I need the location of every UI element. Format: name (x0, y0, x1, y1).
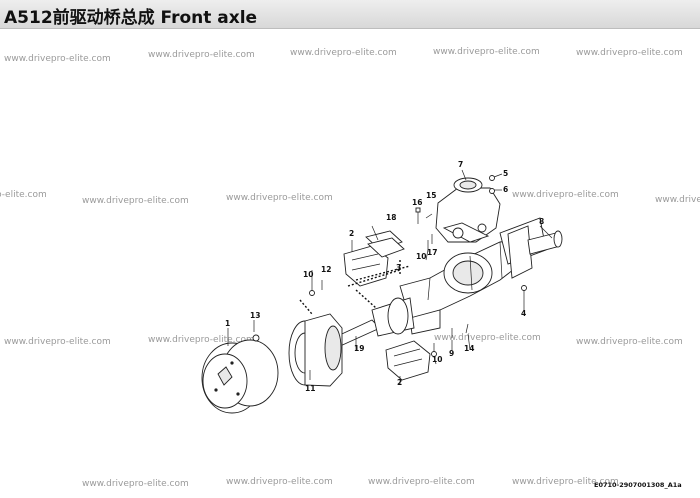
callout-labels: 1 2 2 3 4 5 6 7 8 9 10 10 10 11 12 13 14… (225, 160, 544, 393)
callout-4: 4 (521, 309, 526, 318)
drawing-reference-code: E0710-2907001308_A1a (594, 481, 682, 489)
callout-17: 17 (427, 248, 437, 257)
watermark-text: www.drivepro-elite.com (433, 47, 540, 57)
callout-5: 5 (503, 169, 508, 178)
watermark-text: www.drivepro-elite.com (82, 479, 189, 489)
callout-2-lower: 2 (397, 378, 402, 387)
watermark-text: www.drivepro-elite.com (148, 335, 255, 345)
callout-18: 18 (386, 213, 396, 222)
watermark-text: www.drivepro-elite.com (0, 190, 47, 200)
watermark-text: www.drivepro-elite.com (290, 48, 397, 58)
page-title: A512前驱动桥总成 Front axle (4, 8, 258, 28)
callout-10-top: 10 (416, 252, 426, 261)
watermark-text: www.drivepro-elite.com (226, 477, 333, 487)
callout-9: 9 (449, 349, 454, 358)
steering-knuckle (507, 225, 563, 279)
callout-3: 3 (396, 263, 401, 272)
callout-11: 11 (305, 384, 315, 393)
callout-10-bottom: 10 (432, 355, 442, 364)
watermark-text: www.drivepro-elite.com (4, 54, 111, 64)
watermark-text: www.drivepro-elite.com (512, 477, 619, 487)
watermark-text: www.drivepro-elite.com (434, 333, 541, 343)
callout-1: 1 (225, 319, 230, 328)
callout-2-upper: 2 (349, 229, 354, 238)
brake-caliper-lower (385, 340, 431, 381)
watermark-text: www.drivepro-elite.com (4, 337, 111, 347)
watermark-text: www.drivepro-elite.com (512, 190, 619, 200)
brake-disc (288, 313, 343, 387)
watermark-text: www.drivepro-elite.com (368, 477, 475, 487)
caliper-bracket (365, 230, 405, 258)
leader-lines (227, 169, 553, 384)
title-bar: A512前驱动桥总成 Front axle (0, 0, 700, 29)
callout-13: 13 (250, 311, 260, 320)
watermark-text: www.drivepro-elite.com (576, 48, 683, 58)
callout-7: 7 (458, 160, 463, 169)
fasteners (252, 175, 527, 357)
differential-carrier (435, 177, 501, 243)
callout-10-left: 10 (303, 270, 313, 279)
callout-8: 8 (539, 217, 544, 226)
watermark-text: www.drivepro-elite.com (655, 195, 700, 205)
callout-14: 14 (464, 344, 474, 353)
exploded-parts-diagram: www.drivepro-elite.com www.drivepro-elit… (0, 47, 700, 489)
wheel-hub (201, 339, 279, 414)
brake-caliper-upper (343, 245, 389, 287)
callout-12: 12 (321, 265, 331, 274)
watermark-text: www.drivepro-elite.com (226, 193, 333, 203)
watermarks: www.drivepro-elite.com www.drivepro-elit… (0, 47, 700, 489)
callout-19: 19 (354, 344, 364, 353)
callout-6: 6 (503, 185, 508, 194)
assembly-dashes (299, 260, 411, 315)
watermark-text: www.drivepro-elite.com (148, 50, 255, 60)
watermark-text: www.drivepro-elite.com (82, 196, 189, 206)
callout-16: 16 (412, 198, 422, 207)
watermark-text: www.drivepro-elite.com (576, 337, 683, 347)
callout-15: 15 (426, 191, 436, 200)
